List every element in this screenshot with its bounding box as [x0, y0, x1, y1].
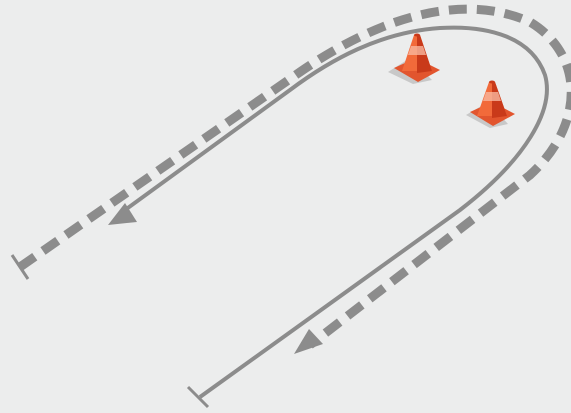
traffic-cone-2	[466, 81, 515, 129]
outer-arrowhead	[294, 329, 323, 354]
inner-start-tick	[188, 387, 208, 407]
cone-tip	[489, 81, 495, 84]
inner-solid-path	[108, 28, 547, 407]
cone-tip	[414, 34, 420, 37]
traffic-cone-1	[388, 34, 440, 85]
cone-stripe	[483, 92, 501, 101]
cone-stripe	[408, 46, 426, 55]
outer-dashed-path	[12, 9, 571, 354]
